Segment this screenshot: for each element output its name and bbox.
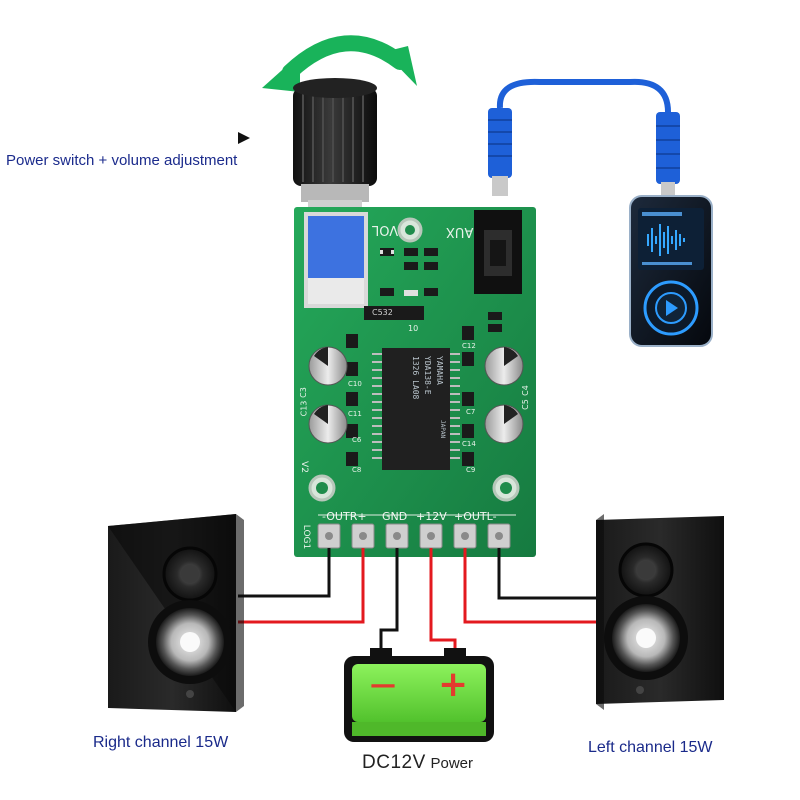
dc-power-label: DC12V Power <box>362 752 473 774</box>
board-vol-label: VOL <box>372 222 399 237</box>
board-code-c5: C5 <box>520 399 530 410</box>
board-code-c7: C7 <box>466 408 476 416</box>
speaker-icon <box>108 514 244 712</box>
battery-plus-sign: + <box>438 664 469 705</box>
capacitor <box>308 346 524 444</box>
aux-cable <box>488 78 680 200</box>
pin-label-12v: +12V <box>416 510 447 523</box>
chip-model: YDA138-E <box>423 356 432 395</box>
speaker-icon <box>596 514 724 710</box>
board-aux-label: AUX <box>446 224 474 239</box>
speaker-wires <box>238 548 602 650</box>
board-code-c11: C11 <box>348 410 362 418</box>
battery-minus-sign: — <box>370 670 396 700</box>
board-code-v2: V2 <box>298 461 309 473</box>
board-code-c532: C532 <box>372 308 393 317</box>
chip-brand: YAMAHA <box>435 356 444 385</box>
amplifier-board <box>294 207 536 557</box>
board-code-c13: C13 <box>299 400 309 417</box>
battery-icon <box>344 648 494 742</box>
right-channel-label: Right channel 15W <box>93 734 229 751</box>
dc-voltage-label: DC12V <box>362 752 426 773</box>
music-player-icon <box>629 195 713 347</box>
board-code-c4: C4 <box>520 385 530 396</box>
board-code-10: 10 <box>408 324 419 333</box>
board-code-c10: C10 <box>348 380 362 388</box>
dc-power-word: Power <box>430 755 474 772</box>
board-code-log1: LOG1 <box>301 524 312 550</box>
board-code-c6: C6 <box>352 436 362 444</box>
play-triangle-icon <box>238 132 250 144</box>
chip-origin: JAPAN <box>439 420 446 439</box>
rotate-arrow-icon <box>262 35 417 92</box>
power-switch-label: Power switch + volume adjustment <box>6 152 238 169</box>
board-code-c8: C8 <box>352 466 362 474</box>
chip-code: 1326 LA08 <box>411 356 420 400</box>
pin-label-outl: +OUTL- <box>454 510 497 523</box>
volume-knob[interactable] <box>293 78 377 220</box>
board-code-c14: C14 <box>462 440 476 448</box>
board-code-c3: C3 <box>298 387 308 398</box>
board-code-c12: C12 <box>462 342 476 350</box>
pin-label-gnd: GND <box>382 510 408 523</box>
pin-label-outr: -OUTR+ <box>322 510 367 523</box>
left-channel-label: Left channel 15W <box>588 739 713 756</box>
board-code-c9: C9 <box>466 466 476 474</box>
